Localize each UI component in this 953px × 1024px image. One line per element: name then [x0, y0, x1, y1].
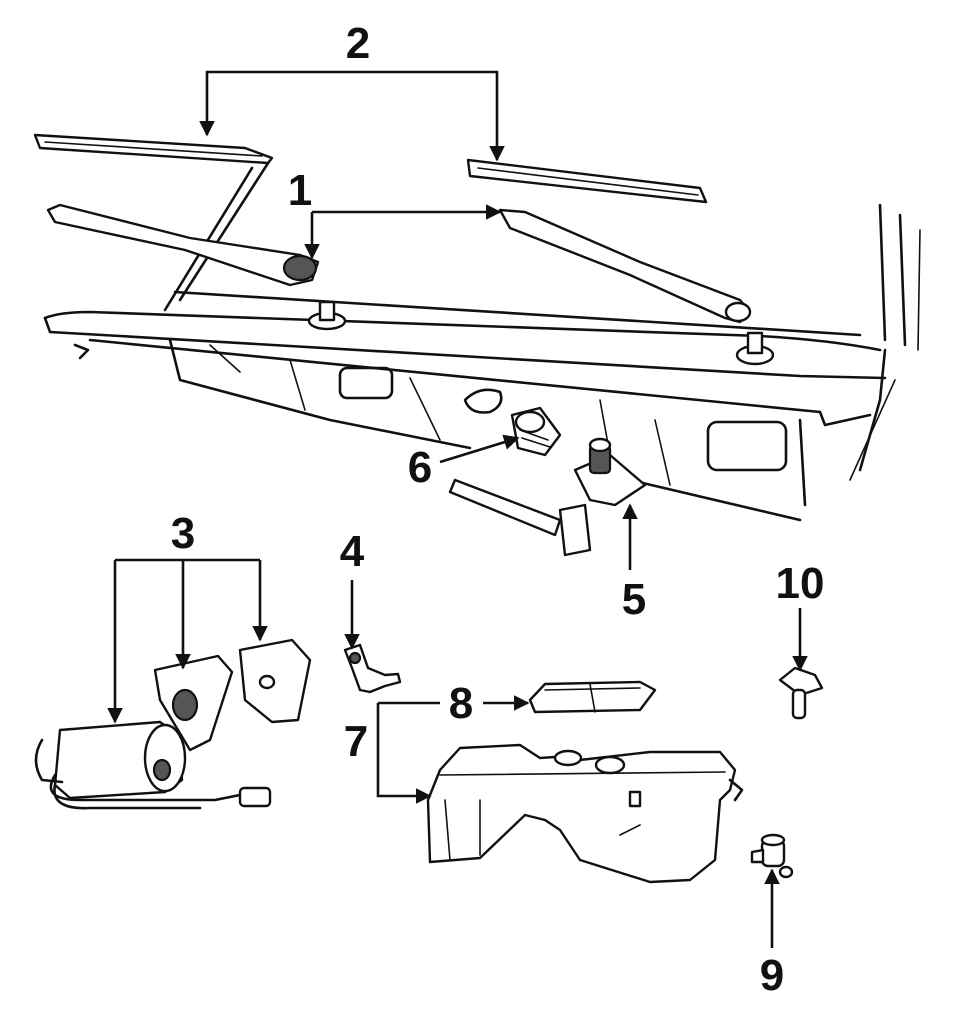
- callout-3: 3: [171, 509, 195, 558]
- reservoir-cover: [528, 680, 657, 714]
- washer-nozzle: [778, 666, 824, 720]
- callout-10: 10: [776, 559, 825, 608]
- wiper-motor: [34, 720, 272, 810]
- wiper-arm-right: [498, 208, 752, 324]
- callout-2: 2: [346, 19, 370, 68]
- wiper-blade-right: [466, 158, 708, 204]
- callout-5: 5: [622, 575, 646, 624]
- callout-9: 9: [760, 951, 784, 1000]
- washer-reservoir: [426, 743, 744, 884]
- pivot-grommet: [510, 406, 562, 457]
- motor-mounting-bracket: [153, 654, 234, 752]
- callout-7: 7: [344, 717, 368, 766]
- pivot-linkage-assembly: [448, 437, 647, 557]
- washer-pump: [750, 833, 794, 879]
- vehicle-cowl-body: [43, 158, 921, 522]
- callout-6: 6: [408, 443, 432, 492]
- wiper-arm-left: [46, 203, 320, 287]
- callout-1: 1: [288, 166, 312, 215]
- wiper-blade-left: [33, 133, 274, 165]
- leader-lines: [107, 70, 808, 948]
- motor-shield-plate: [238, 638, 312, 724]
- callout-8: 8: [449, 679, 473, 728]
- reservoir-bracket: [343, 643, 402, 694]
- callout-4: 4: [340, 527, 365, 576]
